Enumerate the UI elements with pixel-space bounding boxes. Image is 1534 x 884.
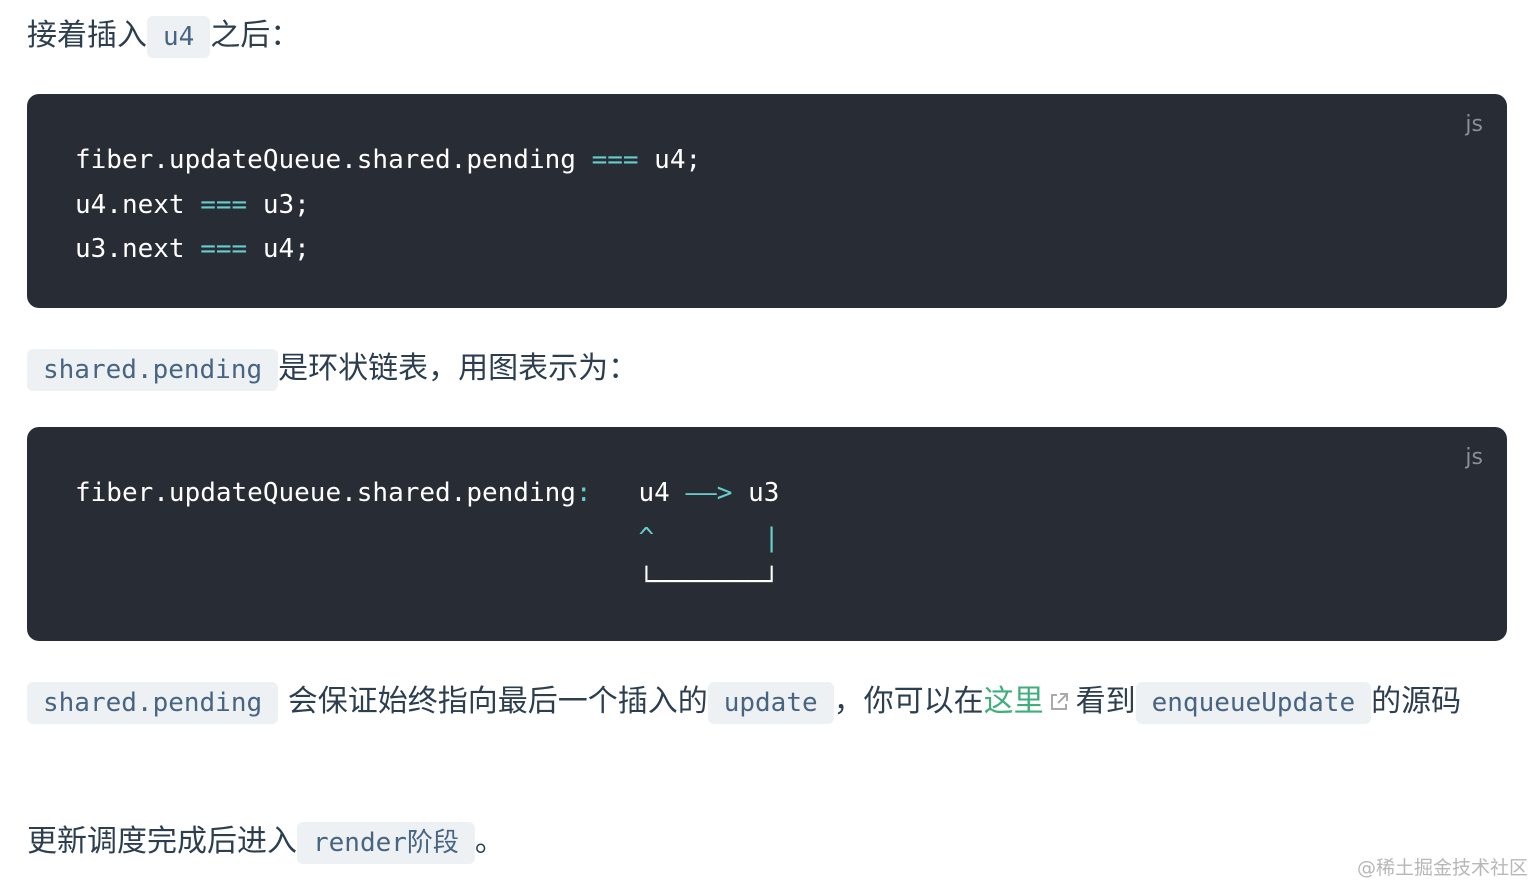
- p4-text-after: 。: [474, 824, 505, 859]
- code-lang-label: js: [1465, 445, 1483, 470]
- p3-text-4: 的源码: [1371, 684, 1462, 719]
- p4-text: 更新调度完成后进入: [27, 824, 297, 859]
- code-line: fiber.updateQueue.shared.pending === u4;: [75, 145, 702, 175]
- p3-text-1: 会保证始终指向最后一个插入的: [278, 684, 708, 719]
- p1-text-before: 接着插入: [27, 18, 147, 53]
- code-lang-label: js: [1465, 112, 1483, 137]
- inline-code-shared-pending: shared.pending: [27, 349, 279, 391]
- source-link-label: 这里: [983, 684, 1044, 719]
- code-2-content: fiber.updateQueue.shared.pending: u4 ——>…: [75, 471, 1459, 605]
- p3-text-3: 看到: [1075, 684, 1136, 719]
- inline-code-update: update: [707, 682, 834, 724]
- inline-code-u4: u4: [147, 16, 211, 58]
- code-line: ^ |: [638, 522, 780, 553]
- code-line: └───────┘: [638, 567, 780, 597]
- p2-text: 是环状链表，用图表示为：: [278, 351, 639, 386]
- code-line: u3.next === u4;: [75, 234, 310, 264]
- code-block-2: js fiber.updateQueue.shared.pending: u4 …: [27, 427, 1507, 641]
- code-block-1: js fiber.updateQueue.shared.pending === …: [27, 94, 1507, 308]
- inline-code-enqueue-update: enqueueUpdate: [1135, 682, 1372, 724]
- p1-text-after: 之后：: [210, 18, 301, 53]
- p3-text-2: ，你可以在: [833, 684, 984, 719]
- watermark: @稀土掘金技术社区: [1356, 857, 1528, 879]
- code-1-content: fiber.updateQueue.shared.pending === u4;…: [75, 138, 1459, 272]
- inline-code-render: render阶段: [297, 822, 475, 864]
- code-line: u4.next === u3;: [75, 189, 310, 220]
- external-link-icon: [1050, 693, 1068, 710]
- source-link[interactable]: 这里: [984, 684, 1076, 719]
- inline-code-shared-pending: shared.pending: [27, 682, 279, 724]
- code-line: fiber.updateQueue.shared.pending: u4 ——>…: [75, 478, 780, 508]
